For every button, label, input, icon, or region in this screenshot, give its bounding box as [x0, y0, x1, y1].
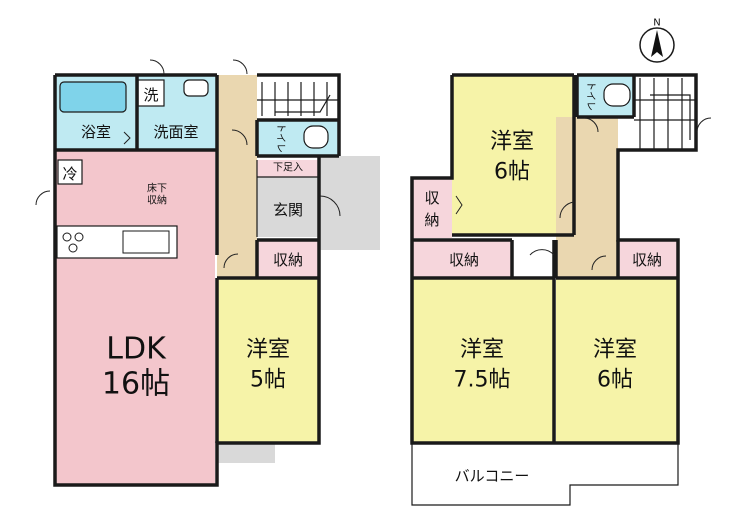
floor-2: 洋室 6帖 収 納 トイレ 収納 収納 洋室 7.5帖 洋室 6帖 バルコニー	[410, 73, 712, 506]
storage-side-fill	[412, 178, 452, 238]
storage-left-label: 収納	[449, 251, 479, 269]
floor-1: 浴室 洗面室 洗 冷 床下 収納 LDK 16帖 トイレ 下足入 玄関 収納 洋…	[35, 59, 380, 487]
room-left-fill	[412, 278, 554, 443]
corridor2-fill	[556, 117, 618, 277]
fridge-label: 冷	[62, 165, 77, 183]
balcony-label: バルコニー	[455, 467, 530, 485]
storage-side-label-line1: 収	[424, 189, 439, 207]
stove-icon	[68, 243, 78, 253]
storage-label: 収納	[273, 251, 303, 269]
sink-icon	[183, 79, 209, 97]
storage-left-fill	[412, 240, 512, 278]
stair-icon	[257, 82, 339, 116]
underfloor-label-line1: 床下	[147, 182, 167, 195]
room-left-label: 洋室	[460, 338, 504, 363]
room5-fill	[217, 278, 319, 443]
floor-2-walls	[410, 73, 698, 445]
room5-size-label: 5帖	[250, 368, 286, 393]
storage-right-label: 収納	[632, 251, 662, 269]
storage-fill	[257, 240, 319, 278]
room-north-fill	[452, 75, 574, 235]
ldk-label: LDK	[106, 332, 167, 367]
toilet-bowl-icon	[303, 125, 329, 149]
room-right-size-label: 6帖	[597, 368, 633, 393]
shoebox-label: 下足入	[273, 162, 303, 174]
compass-north-label: N	[653, 18, 660, 29]
room-right-fill	[556, 278, 678, 443]
bathtub-icon	[59, 81, 127, 113]
stair-icon	[634, 78, 696, 150]
toilet2-label: トイレ	[585, 81, 596, 111]
room-right-label: 洋室	[593, 338, 637, 363]
step-fill	[217, 443, 275, 463]
stove-icon	[74, 232, 84, 242]
storage-right-fill	[618, 240, 678, 278]
ldk-fill	[55, 150, 215, 485]
bath-label: 浴室	[81, 123, 111, 141]
toilet-label: トイレ	[275, 123, 286, 153]
floor-1-doors	[35, 59, 341, 269]
balcony-outline	[411, 443, 679, 506]
corridor-fill	[217, 75, 257, 285]
entrance-label: 玄関	[273, 201, 303, 219]
ldk-size-label: 16帖	[102, 367, 170, 402]
room5-label: 洋室	[246, 338, 290, 363]
room-north-size-label: 6帖	[494, 160, 530, 185]
washer-icon	[137, 79, 165, 107]
floor-1-walls	[53, 73, 341, 487]
shoebox-fill	[257, 160, 319, 177]
stove-icon	[62, 232, 72, 242]
washer-label: 洗	[143, 86, 158, 104]
fridge-icon	[57, 159, 83, 185]
underfloor-label-line2: 収納	[147, 194, 167, 207]
floor-2-doors	[455, 117, 712, 271]
room-left-size-label: 7.5帖	[454, 368, 511, 393]
room-north-label: 洋室	[490, 130, 534, 155]
porch-fill	[318, 156, 380, 250]
compass-icon: N	[639, 18, 675, 63]
storage-side-label-line2: 納	[424, 211, 439, 229]
washroom-label: 洗面室	[153, 123, 198, 141]
kitchen-sink-icon	[122, 230, 170, 254]
entrance-fill	[257, 177, 319, 237]
toilet-bowl-icon	[603, 83, 631, 107]
